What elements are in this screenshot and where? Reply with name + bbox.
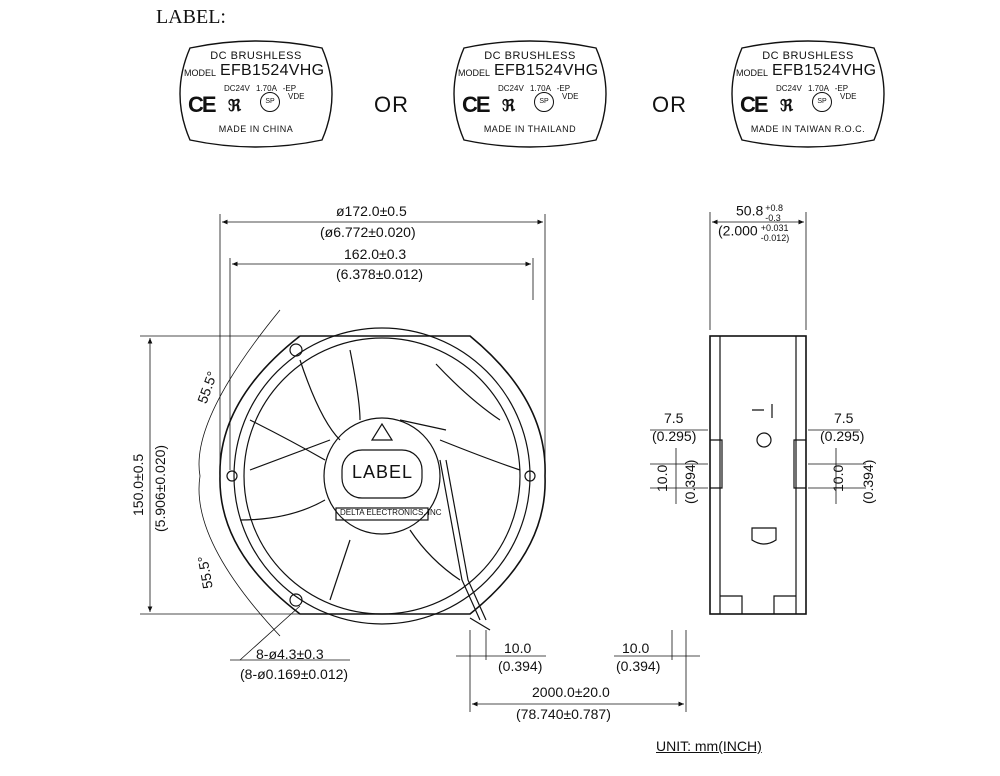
- mount-hole-icon: [289, 593, 303, 607]
- dim-thickness-in-tol-plus: +0.031: [760, 223, 789, 233]
- dim-thickness-tol-minus: -0.3: [765, 213, 781, 223]
- dim-thickness-tol-plus: +0.8: [765, 203, 784, 213]
- label-origin: MADE IN TAIWAN R.O.C.: [750, 124, 866, 134]
- dim-left-slot: 10.0: [654, 464, 670, 492]
- dim-outer-dia-in: (ø6.772±0.020): [320, 224, 416, 240]
- dim-right-slot-in: (0.394): [860, 459, 876, 504]
- ul-mark-icon: ℜ: [780, 98, 794, 115]
- label-taiwan: DC BRUSHLESS MODEL EFB1524VHG DC24V 1.70…: [728, 40, 888, 148]
- csa-mark-icon: SP: [812, 92, 832, 112]
- dim-left-slot-in: (0.394): [682, 459, 698, 504]
- label-model-caption: MODEL: [736, 68, 769, 78]
- label-model: EFB1524VHG: [494, 62, 599, 79]
- dim-thickness-in-value: (2.000: [718, 222, 758, 239]
- label-line1: DC BRUSHLESS: [762, 50, 854, 62]
- label-origin: MADE IN THAILAND: [483, 124, 577, 134]
- dim-left-offset-in: (0.295): [652, 428, 697, 444]
- vde-mark-icon: VDE: [840, 92, 857, 101]
- dim-thickness-in-tol-minus: -0.012): [760, 233, 790, 243]
- label-thailand: DC BRUSHLESS MODEL EFB1524VHG DC24V 1.70…: [450, 40, 610, 148]
- fan-venturi: [233, 327, 531, 625]
- dim-right-offset: 7.5: [834, 410, 854, 426]
- fan-label-box: [341, 449, 423, 499]
- csa-mark-icon: SP: [534, 92, 554, 112]
- dim-inner-width: 162.0±0.3: [344, 246, 407, 262]
- label-model: EFB1524VHG: [220, 62, 325, 79]
- dim-thickness: 50.8+0.8-0.3: [736, 202, 784, 223]
- dim-thickness-value: 50.8: [736, 202, 764, 219]
- vde-mark-icon: VDE: [562, 92, 579, 101]
- vde-mark-icon: VDE: [288, 92, 305, 101]
- fan-frame: [219, 335, 546, 615]
- dim-lead-1-in: (0.394): [498, 658, 543, 674]
- unit-note: UNIT: mm(INCH): [656, 738, 762, 754]
- label-outline: [453, 40, 607, 148]
- ul-mark-icon: ℜ: [228, 98, 242, 115]
- csa-mark-icon: SP: [260, 92, 280, 112]
- ce-mark-icon: CE: [740, 92, 769, 117]
- label-rating: DC24V 1.70A -EP: [776, 84, 849, 93]
- mount-hole-icon: [524, 470, 536, 482]
- page-title: LABEL:: [156, 6, 226, 28]
- dim-lead-length: 2000.0±20.0: [532, 684, 610, 700]
- fan-label-text: LABEL: [352, 462, 414, 482]
- dim-height: 150.0±0.5: [130, 453, 146, 516]
- or-text-1: OR: [374, 92, 409, 117]
- label-origin: MADE IN CHINA: [218, 124, 294, 134]
- label-model-caption: MODEL: [184, 68, 217, 78]
- dim-height-in: (5.906±0.020): [152, 444, 168, 532]
- label-outline: [179, 40, 333, 148]
- dim-outer-dia: ø172.0±0.5: [336, 203, 407, 219]
- label-line1: DC BRUSHLESS: [210, 50, 302, 62]
- ce-mark-icon: CE: [462, 92, 491, 117]
- dim-lead-2-in: (0.394): [616, 658, 661, 674]
- or-text-2: OR: [652, 92, 687, 117]
- dim-right-slot: 10.0: [830, 464, 846, 492]
- dim-right-offset-in: (0.295): [820, 428, 865, 444]
- label-rating: DC24V 1.70A -EP: [498, 84, 571, 93]
- mount-hole-icon: [289, 343, 303, 357]
- dim-lead-2: 10.0: [622, 640, 650, 656]
- label-china: DC BRUSHLESS MODEL EFB1524VHG DC24V 1.70…: [176, 40, 336, 148]
- dim-left-offset: 7.5: [664, 410, 684, 426]
- fan-brand-text: DELTA ELECTRONICS, INC: [340, 508, 442, 517]
- dim-inner-width-in: (6.378±0.012): [336, 266, 424, 282]
- dim-holes: 8-ø4.3±0.3: [256, 646, 324, 662]
- fan-hub: [323, 417, 441, 535]
- label-model: EFB1524VHG: [772, 62, 877, 79]
- ce-mark-icon: CE: [188, 92, 217, 117]
- ul-mark-icon: ℜ: [502, 98, 516, 115]
- delta-logo-icon: [370, 422, 394, 441]
- side-view-body: [709, 335, 807, 615]
- dim-lead-1: 10.0: [504, 640, 532, 656]
- label-rating: DC24V 1.70A -EP: [224, 84, 297, 93]
- dim-thickness-in: (2.000+0.031-0.012): [718, 222, 790, 243]
- mount-hole-icon: [226, 470, 238, 482]
- dim-holes-in: (8-ø0.169±0.012): [240, 666, 349, 682]
- label-outline: [731, 40, 885, 148]
- side-arrow-icon: [752, 404, 773, 418]
- label-model-caption: MODEL: [458, 68, 491, 78]
- dim-lead-length-in: (78.740±0.787): [516, 706, 611, 722]
- side-rotation-icon: [756, 432, 772, 448]
- label-line1: DC BRUSHLESS: [484, 50, 576, 62]
